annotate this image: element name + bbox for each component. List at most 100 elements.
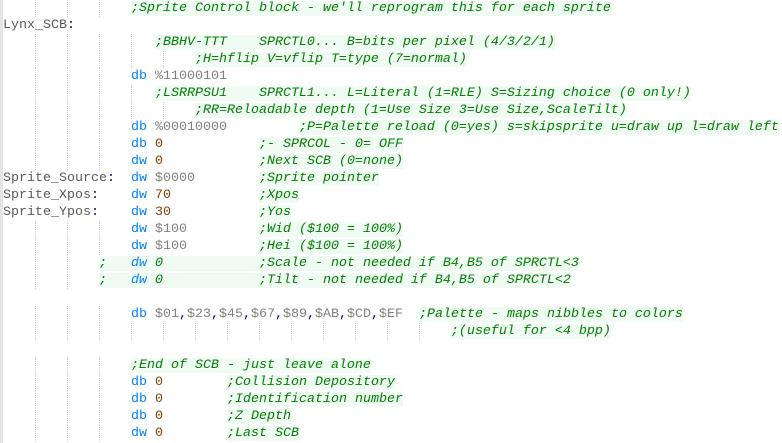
code-line[interactable]: Sprite_Ypos: dw 30 ;Yos [3, 204, 782, 221]
indent-guide [35, 136, 36, 153]
whitespace [171, 205, 259, 220]
whitespace [3, 273, 99, 288]
comment-text: ; [98, 273, 131, 288]
indent-guide [99, 51, 100, 68]
code-line[interactable] [3, 340, 782, 357]
indent-guide [99, 102, 100, 119]
indent-guide [99, 323, 100, 340]
number-literal: 30 [154, 205, 171, 220]
comment-text: ; [98, 256, 131, 271]
whitespace [3, 392, 131, 407]
code-line[interactable]: dw 0 ;Next SCB (0=none) [3, 153, 782, 170]
code-line[interactable]: db 0 ;Collision Depository [3, 374, 782, 391]
code-line[interactable]: db $01,$23,$45,$67,$89,$AB,$CD,$EF ;Pale… [3, 306, 782, 323]
whitespace [3, 426, 131, 441]
whitespace [163, 154, 259, 169]
code-line[interactable]: ;RR=Reloadable depth (1=Use Size 3=Use S… [3, 102, 782, 119]
whitespace [3, 120, 131, 135]
whitespace [3, 375, 131, 390]
indent-guide [99, 221, 100, 238]
indent-guide [35, 323, 36, 340]
commented-keyword: dw [130, 273, 147, 288]
indent-guide [323, 323, 324, 340]
indent-guide [99, 357, 100, 374]
code-line[interactable]: Sprite_Xpos: dw 70 ;Xpos [3, 187, 782, 204]
label-text: Sprite_Ypos [3, 205, 91, 220]
code-line[interactable]: ;H=hflip V=vflip T=type (7=normal) [3, 51, 782, 68]
indent-guide [35, 425, 36, 442]
indent-guide [67, 102, 68, 119]
code-line[interactable]: ; dw 0 ;Scale - not needed if B4,B5 of S… [3, 255, 782, 272]
hex-literal: %00010000 [154, 120, 227, 135]
code-line[interactable]: dw 0 ;Last SCB [3, 425, 782, 442]
punctuation: , [370, 307, 379, 322]
indent-guide [35, 221, 36, 238]
whitespace [3, 103, 195, 118]
hex-literal: $89 [282, 307, 307, 322]
indent-guide [67, 391, 68, 408]
directive-keyword: db [130, 375, 147, 390]
punctuation: , [274, 307, 283, 322]
hex-literal: $45 [218, 307, 243, 322]
indent-guide [99, 391, 100, 408]
comment-text: ;RR=Reloadable depth (1=Use Size 3=Use S… [194, 103, 627, 118]
whitespace [147, 120, 155, 135]
whitespace [147, 154, 155, 169]
directive-keyword: dw [130, 205, 147, 220]
indent-guide [227, 323, 228, 340]
number-literal: 0 [154, 154, 163, 169]
code-line[interactable]: dw $100 ;Wid ($100 = 100%) [3, 221, 782, 238]
comment-text: ;Tilt - not needed if B4,B5 of SPRCTL<2 [258, 273, 571, 288]
whitespace [187, 222, 259, 237]
comment-text: ;Z Depth [226, 409, 291, 424]
code-line[interactable]: ;LSRRPSU1 SPRCTL1... L=Literal (1=RLE) S… [3, 85, 782, 102]
code-line[interactable]: db 0 ;Z Depth [3, 408, 782, 425]
directive-keyword: db [130, 409, 147, 424]
code-line[interactable]: ;End of SCB - just leave alone [3, 357, 782, 374]
code-line[interactable]: db 0 ;Identification number [3, 391, 782, 408]
hex-literal: $23 [186, 307, 211, 322]
punctuation: , [210, 307, 219, 322]
directive-keyword: dw [130, 426, 147, 441]
indent-guide [163, 102, 164, 119]
whitespace [3, 35, 155, 50]
code-line[interactable] [3, 289, 782, 306]
indent-guide [35, 51, 36, 68]
code-line[interactable]: db %00010000 ;P=Palette reload (0=yes) s… [3, 119, 782, 136]
indent-guide [67, 408, 68, 425]
comment-text: ;Collision Depository [226, 375, 395, 390]
whitespace [3, 154, 131, 169]
indent-guide [99, 425, 100, 442]
code-line[interactable]: ;Sprite Control block - we'll reprogram … [3, 0, 782, 17]
indent-guide [99, 306, 100, 323]
code-line[interactable]: dw $100 ;Hei ($100 = 100%) [3, 238, 782, 255]
code-line[interactable]: ; dw 0 ;Tilt - not needed if B4,B5 of SP… [3, 272, 782, 289]
whitespace [403, 307, 419, 322]
whitespace [3, 1, 131, 16]
whitespace [115, 171, 131, 186]
code-line[interactable]: Lynx_SCB: [3, 17, 782, 34]
whitespace [147, 239, 155, 254]
hex-literal: $67 [250, 307, 275, 322]
indent-guide [35, 408, 36, 425]
code-line[interactable]: ;BBHV-TTT SPRCTL0... B=bits per pixel (4… [3, 34, 782, 51]
indent-guide [67, 51, 68, 68]
code-line[interactable]: ;(useful for <4 bpp) [3, 323, 782, 340]
directive-keyword: db [130, 307, 147, 322]
whitespace [163, 392, 227, 407]
indent-guide [67, 68, 68, 85]
code-line[interactable]: Sprite_Source: dw $0000 ;Sprite pointer [3, 170, 782, 187]
code-line[interactable]: db 0 ;- SPRCOL - 0= OFF [3, 136, 782, 153]
comment-text: ;Xpos [258, 188, 299, 203]
code-line[interactable]: db %11000101 [3, 68, 782, 85]
indent-guide [67, 306, 68, 323]
punctuation: : [90, 188, 99, 203]
indent-guide [35, 0, 36, 17]
indent-guide [99, 408, 100, 425]
punctuation: : [106, 171, 115, 186]
whitespace [147, 375, 155, 390]
hex-literal: $0000 [154, 171, 195, 186]
directive-keyword: dw [130, 239, 147, 254]
indent-guide [163, 51, 164, 68]
